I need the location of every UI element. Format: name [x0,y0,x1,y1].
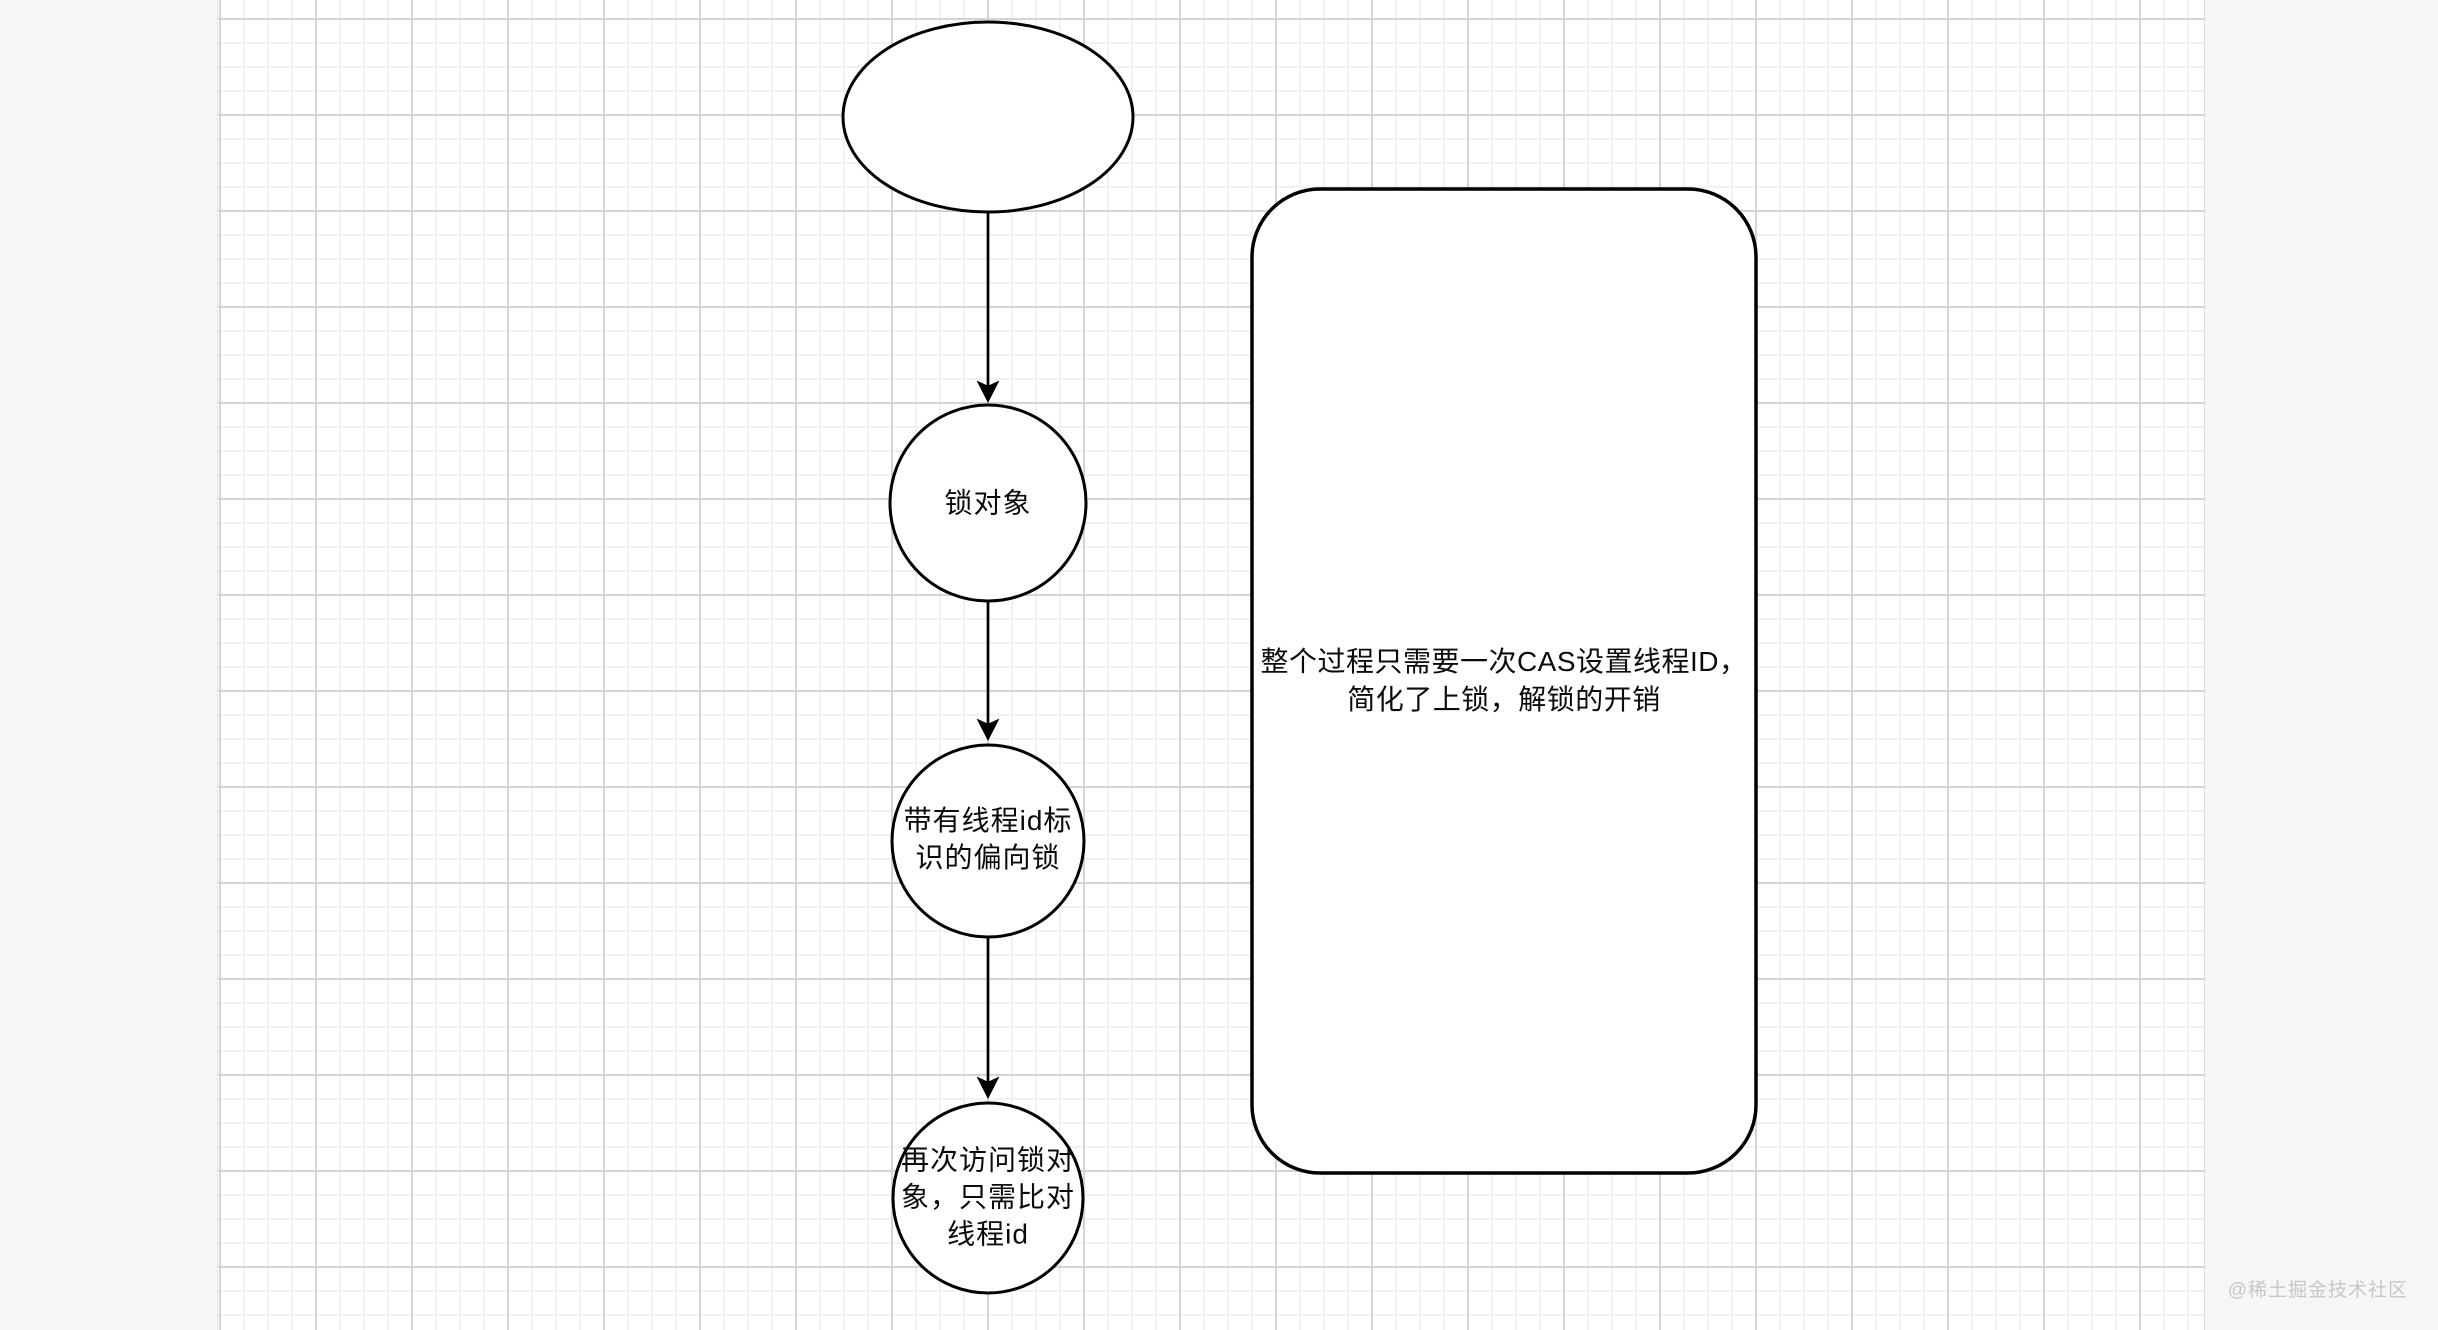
arrow-head-icon [976,718,1000,741]
grid-canvas [217,0,2205,1330]
arrow-head-icon [976,1076,1000,1099]
arrow-head-icon [976,380,1000,403]
cas-note-box [1250,187,1758,1175]
revisit-lock-node [891,1101,1085,1295]
start-ellipse-node [841,20,1135,214]
juejin-watermark: @稀土掘金技术社区 [2227,1280,2408,1301]
lock-object-label: 锁对象 [944,487,1032,519]
cas-note-label: 整个过程只需要一次CAS设置线程ID， 简化了上锁，解锁的开销 [1260,646,1748,715]
revisit-lock-label: 再次访问锁对 象，只需比对 线程id [900,1144,1076,1250]
biased-lock-label: 带有线程id标 识的偏向锁 [903,805,1073,873]
